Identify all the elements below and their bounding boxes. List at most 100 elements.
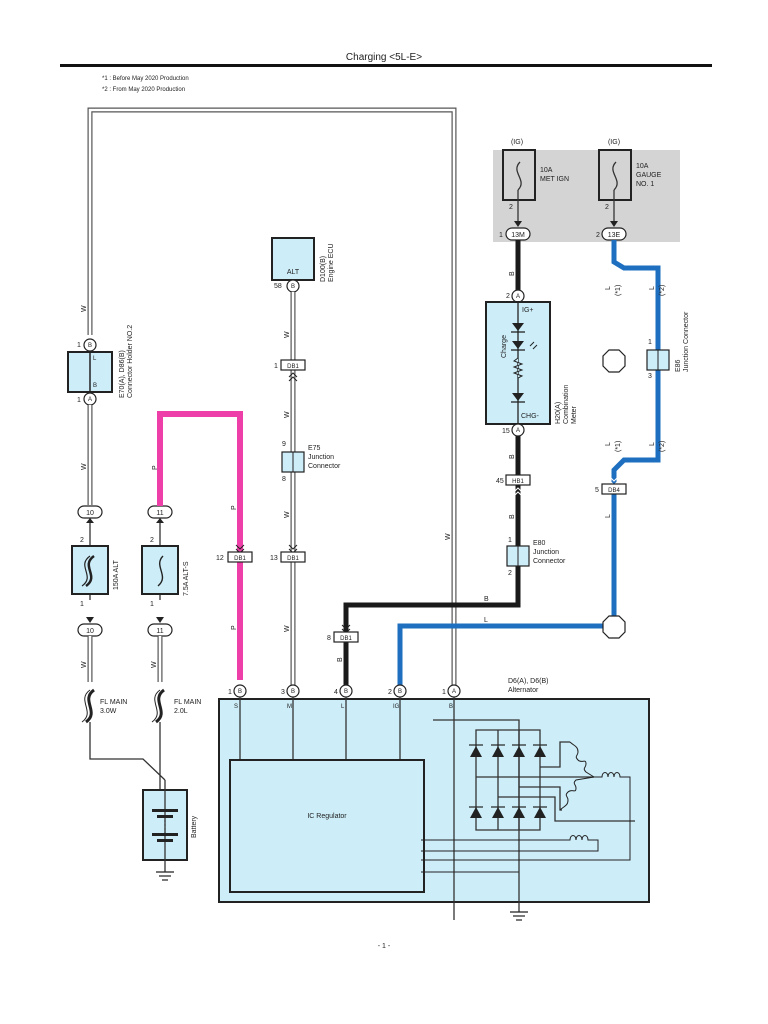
wire-p-s-terminal [157, 411, 243, 680]
wire-battery-feed [89, 722, 166, 790]
wire-label: L [649, 286, 656, 290]
svg-text:B: B [238, 689, 242, 695]
svg-text:S: S [234, 704, 238, 710]
svg-text:Junction: Junction [308, 454, 334, 461]
svg-text:2.0L: 2.0L [174, 708, 188, 715]
inline-connector-db1-1: DB1 1 [274, 359, 306, 382]
svg-text:2: 2 [508, 570, 512, 577]
svg-text:B: B [344, 689, 348, 695]
resistor-icon [512, 357, 524, 379]
svg-text:1: 1 [442, 689, 446, 696]
svg-text:8: 8 [282, 476, 286, 483]
splice-point-icon [602, 615, 626, 639]
svg-text:1: 1 [508, 537, 512, 544]
wire-l-gauge-to-ig [397, 240, 661, 685]
page-number: - 1 - [378, 943, 391, 950]
wire-label: L [484, 617, 488, 624]
inline-connector-db4-5: DB4 5 [595, 476, 627, 495]
svg-text:2: 2 [506, 293, 510, 300]
ic-regulator [229, 759, 425, 893]
svg-text:B: B [93, 383, 97, 389]
svg-text:10: 10 [86, 510, 94, 517]
svg-text:M: M [287, 704, 292, 710]
led-light-icon [529, 341, 538, 350]
svg-text:1: 1 [80, 601, 84, 608]
svg-text:4: 4 [334, 689, 338, 696]
svg-text:DB1: DB1 [287, 556, 299, 562]
ig-fuse-block [493, 150, 680, 242]
svg-text:E86: E86 [675, 359, 682, 372]
svg-text:B: B [449, 704, 453, 710]
svg-text:IG: IG [393, 704, 400, 710]
svg-text:NO. 1: NO. 1 [636, 181, 654, 188]
svg-text:13E: 13E [608, 232, 621, 239]
fl-main-2-0l: FL MAIN 2.0L [151, 688, 201, 724]
wire-label: B [509, 271, 516, 276]
svg-text:2: 2 [605, 204, 609, 211]
svg-text:9: 9 [282, 441, 286, 448]
svg-text:B: B [291, 689, 295, 695]
inline-connector-db1-8: DB1 8 [327, 624, 359, 643]
svg-text:B: B [291, 284, 295, 290]
fl-main-3-0w: FL MAIN 3.0W [81, 688, 127, 724]
svg-text:E75: E75 [308, 445, 321, 452]
wire-label: B [484, 596, 489, 603]
svg-text:A: A [88, 397, 92, 403]
svg-text:Battery: Battery [191, 815, 198, 838]
svg-text:11: 11 [156, 628, 163, 635]
wire-note: (*1) [615, 285, 622, 296]
svg-text:Charge: Charge [501, 335, 508, 358]
junction-connector-e86: 1 3 E86 Junction Connector [646, 311, 690, 380]
ic-regulator-label: IC Regulator [307, 813, 347, 820]
wire-note: (*2) [659, 441, 666, 452]
svg-text:1: 1 [499, 232, 503, 239]
engine-ecu: ALT B 58 D100(B) Engine ECU [271, 237, 335, 293]
svg-text:8: 8 [327, 635, 331, 642]
note-2: *2 : From May 2020 Production [102, 87, 185, 93]
svg-text:A: A [516, 294, 520, 300]
svg-text:B: B [398, 689, 402, 695]
wire-label: W [81, 661, 88, 668]
battery: Battery [142, 780, 198, 881]
wire-label: L [605, 442, 612, 446]
svg-text:3: 3 [281, 689, 285, 696]
wire-label: W [284, 625, 291, 632]
wire-label: P [231, 505, 238, 510]
svg-text:B: B [88, 343, 92, 349]
svg-text:13M: 13M [511, 232, 525, 239]
wire-note: (*2) [659, 285, 666, 296]
svg-text:1: 1 [648, 339, 652, 346]
svg-text:DB1: DB1 [234, 556, 246, 562]
fuse-met-ign: 10A MET IGN 2 1 13M [499, 149, 569, 241]
wire-label: W [445, 533, 452, 540]
svg-text:DB1: DB1 [287, 364, 299, 370]
svg-text:A: A [452, 689, 456, 695]
header-rule [60, 64, 712, 67]
wire-w-fuse-to-flmain [87, 636, 163, 682]
svg-text:FL MAIN: FL MAIN [100, 699, 127, 706]
svg-text:2: 2 [596, 232, 600, 239]
wire-label: B [337, 657, 344, 662]
svg-text:IG+: IG+ [522, 307, 533, 314]
wire-label: P [231, 625, 238, 630]
wire-label: B [509, 454, 516, 459]
svg-text:FL MAIN: FL MAIN [174, 699, 201, 706]
svg-text:1: 1 [150, 601, 154, 608]
svg-text:58: 58 [274, 283, 282, 290]
svg-text:A: A [516, 428, 520, 434]
fuse-met-ign-supply: (IG) [511, 139, 523, 146]
svg-text:10: 10 [86, 628, 94, 635]
field-coil-icon [421, 835, 599, 873]
svg-text:2: 2 [509, 204, 513, 211]
rectifier-diodes [469, 744, 547, 818]
fuse-gauge-no1: 10A GAUGE NO. 1 2 2 13E [596, 149, 662, 241]
svg-text:2: 2 [150, 537, 154, 544]
wire-note: (*1) [615, 441, 622, 452]
ground-icon [510, 911, 528, 921]
svg-text:L: L [341, 704, 345, 710]
wire-label: L [605, 286, 612, 290]
svg-text:ALT: ALT [287, 269, 300, 276]
wire-label: P [152, 465, 159, 470]
svg-text:GAUGE: GAUGE [636, 172, 662, 179]
fuse-150a-alt: 10 2 1 10 150A ALT [71, 505, 120, 637]
